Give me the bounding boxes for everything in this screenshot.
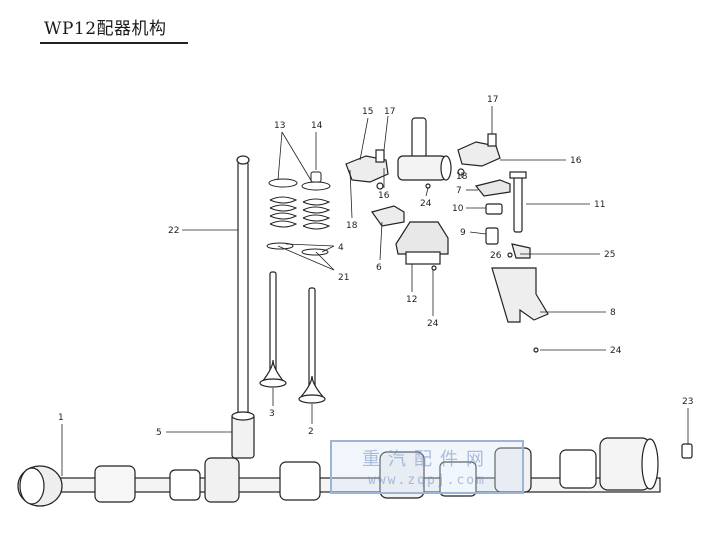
rocker-support: [371, 205, 449, 271]
callout-2: 2: [308, 427, 314, 437]
callout-24-top: 24: [420, 199, 432, 209]
valve-bridge-parts: [474, 171, 693, 459]
valve-springs: [266, 171, 331, 256]
callout-6: 6: [376, 263, 382, 273]
callout-7: 7: [456, 186, 462, 196]
callout-16-left: 16: [378, 191, 390, 201]
leader-lines: [61, 106, 689, 476]
callout-16-right: 16: [570, 156, 582, 166]
callout-17-left: 17: [384, 107, 395, 117]
callout-17-right: 17: [487, 95, 498, 105]
callout-24-right: 24: [610, 346, 622, 356]
valves: [259, 271, 326, 404]
rocker-assembly: [345, 117, 501, 190]
callout-labels: 1 2 3 4 5 6 7 8 9 10 11 12 13 14 15 16 1…: [58, 95, 693, 438]
callout-13: 13: [274, 121, 285, 131]
callout-12: 12: [406, 295, 417, 305]
callout-21: 21: [338, 273, 349, 283]
callout-14: 14: [311, 121, 323, 131]
callout-18-left: 18: [346, 221, 358, 231]
callout-4: 4: [338, 243, 344, 253]
callout-23: 23: [682, 397, 693, 407]
title-underline: [40, 42, 188, 44]
callout-26: 26: [490, 251, 502, 261]
watermark-text: 重汽配件网: [362, 449, 492, 470]
watermark: 重汽配件网 www.zqpj.com: [330, 440, 524, 494]
callout-5: 5: [156, 428, 162, 438]
push-rod: [231, 155, 255, 459]
callout-3: 3: [269, 409, 275, 419]
callout-25: 25: [604, 250, 615, 260]
callout-24-middle: 24: [427, 319, 439, 329]
callout-22: 22: [168, 226, 179, 236]
watermark-url: www.zqpj.com: [368, 473, 486, 488]
callout-11: 11: [594, 200, 605, 210]
callout-8: 8: [610, 308, 616, 318]
callout-1: 1: [58, 413, 64, 423]
callout-10: 10: [452, 204, 464, 214]
callout-15: 15: [362, 107, 373, 117]
callout-18-right: 18: [456, 172, 468, 182]
callout-9: 9: [460, 228, 466, 238]
page-title: WP12配器机构: [44, 19, 167, 39]
